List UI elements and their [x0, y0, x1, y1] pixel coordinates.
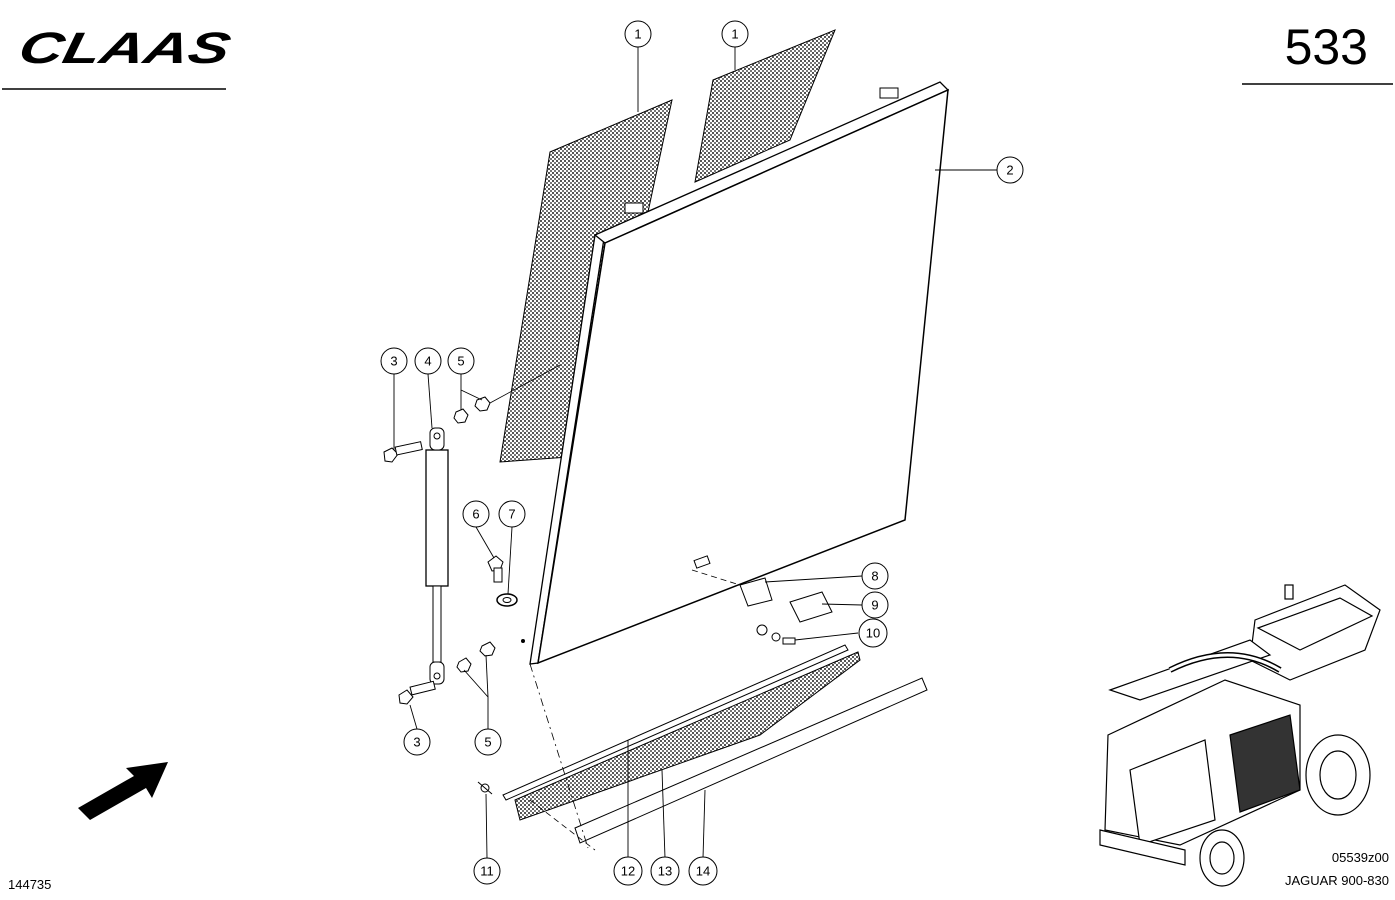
- callout-5b: 5: [474, 728, 502, 756]
- model-name: JAGUAR 900-830: [1285, 873, 1389, 888]
- callout-label: 5: [457, 354, 464, 369]
- brand-logo-text: CLAAS: [15, 24, 236, 72]
- nut-upper-2: [474, 396, 491, 412]
- callout-label: 13: [658, 864, 672, 879]
- nut-lower-2: [479, 641, 496, 657]
- doc-id: 144735: [8, 877, 51, 892]
- callout-label: 1: [731, 27, 738, 42]
- callout-label: 3: [413, 735, 420, 750]
- callout-9: 9: [861, 591, 889, 619]
- nut-upper-1: [453, 408, 469, 424]
- callout-4: 4: [414, 347, 442, 375]
- callout-12: 12: [613, 856, 643, 886]
- screw-10: [756, 624, 796, 645]
- callout-2: 2: [996, 156, 1024, 184]
- latch-bracket-8: [739, 577, 773, 607]
- callout-label: 5: [484, 735, 491, 750]
- direction-arrow-icon: [78, 762, 168, 820]
- callout-5a: 5: [447, 347, 475, 375]
- callout-label: 8: [871, 569, 878, 584]
- door-slot: [693, 555, 711, 569]
- leader-lines: [393, 47, 997, 859]
- callout-label: 14: [696, 864, 710, 879]
- bolt-lower: [398, 680, 436, 705]
- callout-label: 7: [508, 507, 515, 522]
- callout-label: 1: [634, 27, 641, 42]
- harvester-thumbnail: [1099, 584, 1381, 887]
- callout-label: 9: [871, 598, 878, 613]
- callout-label: 4: [424, 354, 431, 369]
- screw-11: [477, 781, 493, 795]
- door-hole: [521, 639, 525, 643]
- latch-cap-9: [789, 591, 833, 623]
- callout-label: 12: [621, 864, 635, 879]
- callout-1a: 1: [624, 20, 652, 48]
- mesh-strip-13: [514, 651, 861, 821]
- hinge-bracket-mid: [624, 202, 644, 214]
- callout-label: 6: [472, 507, 479, 522]
- callout-label: 2: [1006, 163, 1013, 178]
- callout-label: 3: [390, 354, 397, 369]
- callout-13: 13: [650, 856, 680, 886]
- callout-8: 8: [861, 562, 889, 590]
- callout-3a: 3: [380, 347, 408, 375]
- callout-3b: 3: [403, 728, 431, 756]
- bolt-upper: [383, 441, 423, 463]
- door-panel: [537, 88, 949, 665]
- page-number: 533: [1285, 19, 1368, 75]
- callout-14: 14: [688, 856, 718, 886]
- brand-logo: CLAAS: [15, 24, 236, 72]
- drawing-code: 05539z00: [1332, 850, 1389, 865]
- nut-lower-1: [456, 657, 472, 673]
- bolt-6: [487, 555, 504, 583]
- callout-1b: 1: [721, 20, 749, 48]
- callout-11: 11: [473, 857, 501, 885]
- callout-label: 11: [480, 864, 494, 879]
- callout-label: 10: [866, 626, 880, 641]
- callout-10: 10: [858, 618, 888, 648]
- mesh-panel-right: [694, 29, 836, 183]
- callout-6: 6: [462, 500, 490, 528]
- callout-7: 7: [498, 500, 526, 528]
- strip-12: [502, 644, 849, 801]
- hinge-bracket-top: [879, 87, 899, 99]
- washer-7: [496, 593, 518, 607]
- gas-strut: [425, 427, 449, 685]
